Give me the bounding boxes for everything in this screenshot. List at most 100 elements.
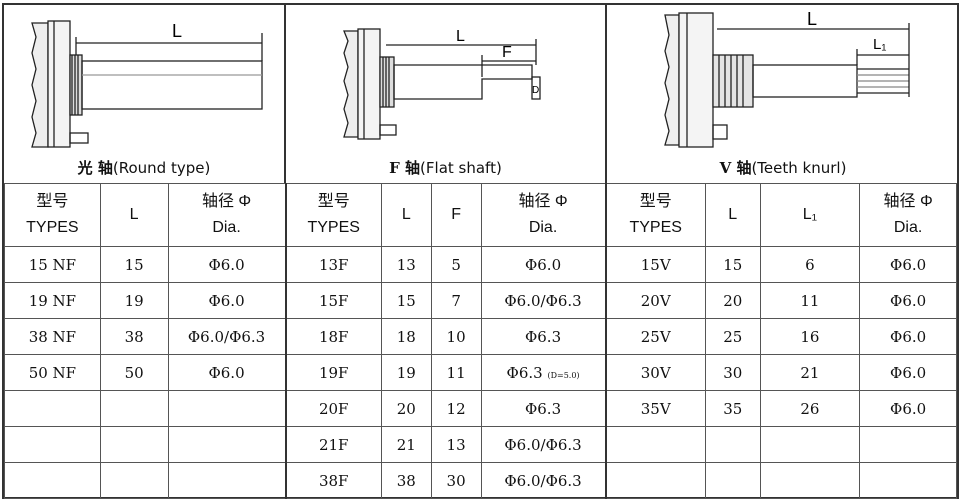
knurl-dia-header: 轴径 Φ Dia. bbox=[859, 183, 957, 247]
table-cell: 轴径 Φ bbox=[201, 193, 252, 210]
flat-dia-header: 轴径 Φ Dia. bbox=[480, 183, 607, 247]
table-cell bbox=[704, 426, 761, 463]
table-cell: 5 bbox=[430, 246, 482, 283]
flat-shaft-drawing: L F D bbox=[343, 28, 541, 140]
table-cell: 11 bbox=[430, 354, 482, 391]
table-cell bbox=[167, 390, 287, 427]
table-cell: 15 NF bbox=[4, 246, 101, 283]
table-cell: 18F bbox=[285, 318, 382, 355]
flat-shaft-panel: L F D F 轴(Flat shaft) bbox=[286, 5, 607, 183]
table-cell: 15 bbox=[704, 246, 761, 283]
table-cell: Φ6.0 bbox=[859, 282, 957, 319]
table-cell: (Flat shaft) bbox=[420, 159, 502, 177]
table-cell: 21 bbox=[380, 426, 432, 463]
knurl-shaft-caption: V 轴(Teeth knurl) bbox=[607, 157, 959, 178]
table-cell: 12 bbox=[430, 390, 482, 427]
table-cell: 轴径 Φ bbox=[518, 193, 568, 210]
table-cell: 18 bbox=[380, 318, 432, 355]
table-cell: 30 bbox=[430, 462, 482, 499]
table-cell: 16 bbox=[759, 318, 861, 355]
round-shaft-drawing: L bbox=[31, 20, 263, 148]
table-cell: Φ6.0 bbox=[524, 255, 562, 274]
table-cell: (D=5.0) bbox=[547, 370, 580, 380]
table-cell: 轴径 Φ bbox=[883, 193, 933, 210]
table-cell: Φ6.0/Φ6.3 bbox=[167, 318, 287, 355]
table-cell: TYPES bbox=[26, 219, 79, 236]
table-cell: (Teeth knurl) bbox=[751, 159, 847, 177]
round-types-header: 型号 TYPES bbox=[4, 183, 101, 247]
table-cell: 10 bbox=[430, 318, 482, 355]
table-cell: Φ6.3 bbox=[506, 363, 543, 382]
table-cell: 19 NF bbox=[4, 282, 101, 319]
table-cell bbox=[99, 390, 169, 427]
table-cell bbox=[605, 426, 706, 463]
knurl-shaft-panel: L L₁ V 轴(Teeth knurl) bbox=[607, 5, 959, 183]
table-cell: 15F bbox=[285, 282, 382, 319]
table-cell: 20 bbox=[380, 390, 432, 427]
table-cell: 19 bbox=[380, 354, 432, 391]
spec-sheet: L 光 轴(Round type) L F D bbox=[2, 3, 959, 499]
table-cell: 型号 bbox=[36, 193, 69, 210]
round-l-header: L bbox=[99, 183, 169, 247]
table-cell: Φ6.0/Φ6.3 bbox=[504, 435, 582, 454]
knurl-dim-l: L bbox=[807, 9, 817, 29]
table-cell bbox=[167, 462, 287, 499]
table-cell: 38 bbox=[380, 462, 432, 499]
table-cell: Φ6.0/Φ6.3 bbox=[480, 426, 607, 463]
table-cell: 21 bbox=[759, 354, 861, 391]
knurl-dim-l1: L₁ bbox=[873, 36, 886, 53]
table-cell: 15 bbox=[380, 282, 432, 319]
table-cell bbox=[4, 426, 101, 463]
flat-types-header: 型号 TYPES bbox=[285, 183, 382, 247]
table-cell: 35V bbox=[605, 390, 706, 427]
table-cell: Φ6.0 bbox=[859, 390, 957, 427]
table-cell bbox=[704, 462, 761, 499]
table-cell bbox=[759, 426, 861, 463]
table-cell: 7 bbox=[430, 282, 482, 319]
table-cell: Φ6.0 bbox=[859, 354, 957, 391]
table-cell bbox=[859, 426, 957, 463]
table-cell: Φ6.0/Φ6.3 bbox=[504, 291, 582, 310]
table-cell: 35 bbox=[704, 390, 761, 427]
table-cell: Φ6.3 bbox=[524, 327, 562, 346]
table-cell: 50 NF bbox=[4, 354, 101, 391]
table-cell: Φ6.0 bbox=[167, 354, 287, 391]
table-cell: 6 bbox=[759, 246, 861, 283]
table-cell: 15 bbox=[99, 246, 169, 283]
table-cell: Φ6.0 bbox=[167, 246, 287, 283]
table-cell: TYPES bbox=[307, 219, 360, 236]
table-cell: 13 bbox=[430, 426, 482, 463]
table-cell: 13 bbox=[380, 246, 432, 283]
table-cell: Dia. bbox=[528, 219, 558, 236]
table-cell bbox=[4, 390, 101, 427]
table-cell bbox=[605, 462, 706, 499]
table-cell: V 轴 bbox=[719, 159, 752, 177]
table-cell: 20F bbox=[285, 390, 382, 427]
table-cell: 20V bbox=[605, 282, 706, 319]
table-cell: Φ6.0 bbox=[859, 318, 957, 355]
table-cell: Φ6.0 bbox=[480, 246, 607, 283]
table-cell bbox=[859, 462, 957, 499]
table-cell: Φ6.0/Φ6.3 bbox=[480, 282, 607, 319]
table-cell: 38 bbox=[99, 318, 169, 355]
flat-shaft-caption: F 轴(Flat shaft) bbox=[286, 157, 605, 178]
table-cell: Φ6.0 bbox=[167, 282, 287, 319]
table-cell: 38F bbox=[285, 462, 382, 499]
round-shaft-panel: L 光 轴(Round type) bbox=[4, 5, 286, 183]
table-cell: (Round type) bbox=[112, 159, 211, 177]
flat-f-header: F bbox=[430, 183, 482, 247]
table-cell: 11 bbox=[759, 282, 861, 319]
table-cell: 型号 bbox=[317, 193, 350, 210]
table-cell: Φ6.3 bbox=[480, 390, 607, 427]
table-cell: 26 bbox=[759, 390, 861, 427]
table-cell: 19 bbox=[99, 282, 169, 319]
table-cell: Dia. bbox=[893, 219, 923, 236]
